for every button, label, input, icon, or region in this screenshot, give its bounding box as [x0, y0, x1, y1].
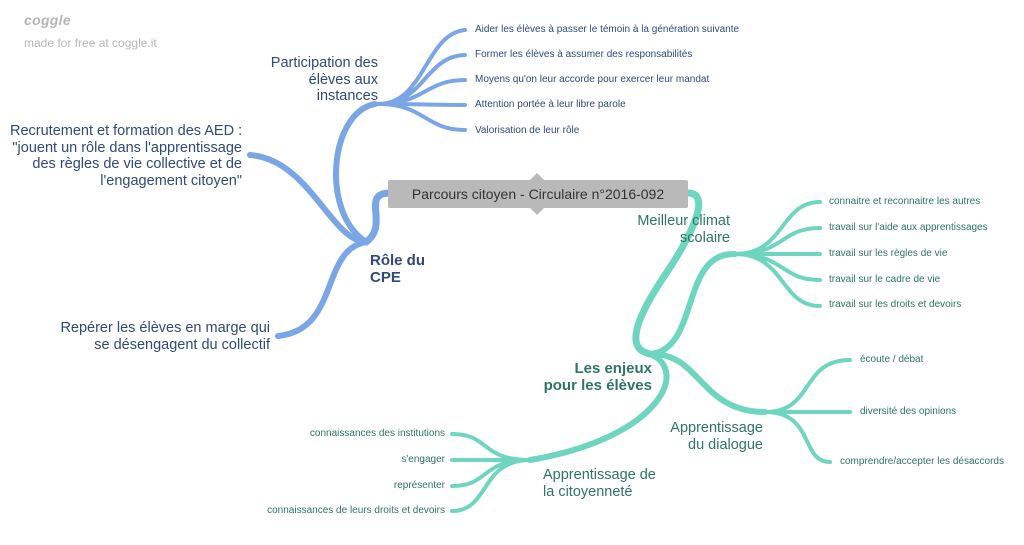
root-notch-top	[530, 173, 544, 180]
node-recrutement-line4: l'engagement citoyen"	[100, 173, 242, 190]
leaf-citoyennete-1	[450, 432, 532, 462]
coggle-tagline[interactable]: made for free at coggle.it	[24, 36, 157, 50]
leaf-dialogue-1-label[interactable]: écoute / débat	[860, 354, 924, 365]
coggle-logo[interactable]: coggle	[24, 12, 71, 28]
leaf-climat-5	[733, 252, 822, 308]
leaf-participation-5-label[interactable]: Valorisation de leur rôle	[475, 125, 580, 136]
branch-enjeux-to-citoyennete	[527, 351, 670, 463]
branch-role-to-reperer	[275, 239, 369, 339]
node-enjeux-line2: pour les élèves	[543, 377, 652, 395]
node-enjeux-line1: Les enjeux	[574, 360, 652, 377]
node-climat-line1: Meilleur climat	[637, 213, 730, 229]
node-climat-line2: scolaire	[680, 229, 730, 246]
leaf-participation-1-label[interactable]: Aider les élèves à passer le témoin à la…	[475, 24, 740, 35]
node-participation-line3: instances	[316, 88, 378, 105]
leaf-climat-5-label[interactable]: travail sur les droits et devoirs	[829, 299, 962, 310]
node-participation-line1: Participation des	[270, 55, 378, 71]
node-dialogue-line1: Apprentissage	[670, 420, 763, 436]
root-node[interactable]: Parcours citoyen - Circulaire n°2016-092	[388, 180, 688, 208]
branch-role-to-recrutement	[247, 152, 369, 245]
leaf-climat-2-label[interactable]: travail sur l'aide aux apprentissages	[829, 222, 988, 233]
leaf-participation-3-label[interactable]: Moyens qu'on leur accorde pour exercer l…	[475, 74, 710, 85]
leaf-participation-5	[376, 102, 467, 132]
node-dialogue-line2: du dialogue	[688, 436, 763, 453]
leaf-dialogue-2-label[interactable]: diversité des opinions	[860, 406, 957, 417]
leaf-citoyennete-4	[450, 458, 532, 513]
node-reperer[interactable]: Repérer les élèves en marge qui se désen…	[40, 320, 270, 353]
node-role-cpe[interactable]: Rôle du CPE	[370, 252, 425, 287]
branch-root-to-enjeux	[632, 189, 703, 358]
node-reperer-line1: Repérer les élèves en marge qui	[60, 320, 270, 336]
node-role-cpe-line2: CPE	[370, 269, 401, 287]
leaf-dialogue-1	[763, 358, 852, 414]
leaf-citoyennete-4-label[interactable]: connaissances de leurs droits et devoirs	[267, 505, 445, 516]
leaf-dialogue-3-label[interactable]: comprendre/accepter les désaccords	[840, 456, 1004, 467]
node-citoyennete-line1: Apprentissage de	[543, 467, 656, 483]
branch-enjeux-to-climat	[647, 250, 738, 357]
node-recrutement-line1: Recrutement et formation des AED :	[10, 123, 243, 139]
leaf-citoyennete-3-label[interactable]: représenter	[393, 480, 445, 491]
node-role-cpe-line1: Rôle du	[370, 252, 425, 269]
leaf-dialogue-3	[763, 410, 832, 464]
branch-enjeux-to-dialogue	[647, 350, 768, 415]
node-participation[interactable]: Participation des élèves aux instances	[250, 55, 378, 105]
leaf-participation-4-label[interactable]: Attention portée à leur libre parole	[475, 99, 626, 110]
leaf-citoyennete-1-label[interactable]: connaissances des institutions	[309, 428, 445, 439]
leaf-climat-4-label[interactable]: travail sur le cadre de vie	[829, 274, 941, 285]
node-recrutement-line3: des règles de vie collective et de	[32, 156, 242, 173]
branch-role-to-participation	[333, 101, 378, 245]
node-citoyennete-line2: la citoyenneté	[543, 483, 633, 500]
node-reperer-line2: se désengagent du collectif	[94, 336, 270, 353]
leaf-participation-2-label[interactable]: Former les élèves à assumer des responsa…	[475, 49, 693, 60]
node-participation-line2: élèves aux	[308, 71, 378, 88]
node-dialogue[interactable]: Apprentissage du dialogue	[655, 420, 763, 453]
leaf-climat-1-label[interactable]: connaitre et reconnaitre les autres	[829, 196, 981, 207]
node-enjeux[interactable]: Les enjeux pour les élèves	[520, 360, 652, 395]
node-recrutement[interactable]: Recrutement et formation des AED : "joue…	[10, 123, 242, 190]
leaf-citoyennete-2-label[interactable]: s'engager	[401, 454, 445, 465]
root-notch-bottom	[530, 208, 544, 215]
node-citoyennete[interactable]: Apprentissage de la citoyenneté	[543, 467, 656, 500]
branch-root-to-role-cpe	[362, 189, 394, 246]
node-recrutement-line2: "jouent un rôle dans l'apprentissage	[12, 139, 242, 156]
node-climat[interactable]: Meilleur climat scolaire	[620, 213, 730, 246]
leaf-climat-3-label[interactable]: travail sur les règles de vie	[829, 248, 948, 259]
